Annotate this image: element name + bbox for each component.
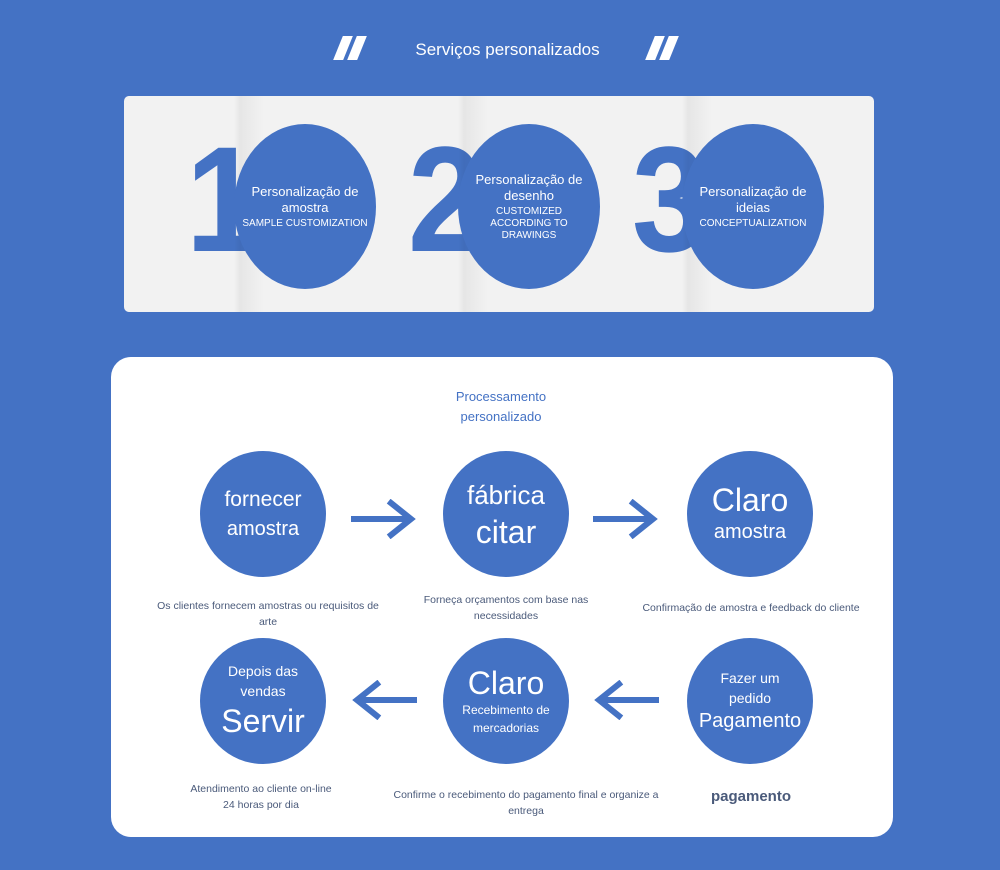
service-step-2: 2 Personalização de desenho CUSTOMIZED A… <box>348 96 600 312</box>
arrow-left-icon <box>352 680 417 720</box>
process-title: Processamento personalizado <box>455 389 547 424</box>
step-line2: citar <box>475 514 537 550</box>
process-panel: Processamento personalizado fornecer amo… <box>111 357 893 837</box>
services-panel: 1 Personalização de amostra SAMPLE CUSTO… <box>124 96 874 312</box>
service-step-1: 1 Personalização de amostra SAMPLE CUSTO… <box>124 96 376 312</box>
step-line3: mercadorias <box>472 721 540 735</box>
step-line2: amostra <box>226 518 300 540</box>
step-line2: pedido <box>728 690 772 706</box>
step-subtitle: SAMPLE CUSTOMIZATION <box>242 217 368 229</box>
process-step-confirm-sample: Claro amostra <box>687 451 813 577</box>
step-caption: Confirme o recebimento do pagamento fina… <box>393 789 659 817</box>
process-step-factory-quote: fábrica citar <box>443 451 569 577</box>
service-step-3: 3 Personalização de ideias CONCEPTUALIZA… <box>572 96 824 312</box>
step-line3: Servir <box>221 703 305 739</box>
step-caption: Os clientes fornecem amostras ou requisi… <box>157 600 379 628</box>
step-title: Personalização de desenho <box>475 171 583 203</box>
process-step-provide-sample: fornecer amostra <box>200 451 326 577</box>
arrow-right-icon <box>351 499 416 539</box>
step-line2: Recebimento de <box>462 703 550 717</box>
step-line1: Depois das <box>227 663 299 679</box>
step-caption: Confirmação de amostra e feedback do cli… <box>642 602 860 614</box>
step-subtitle: CUSTOMIZED ACCORDING TO DRAWINGS <box>490 205 568 241</box>
step-line1: fábrica <box>466 480 546 510</box>
step-line2: amostra <box>713 521 787 543</box>
step-line3: Pagamento <box>698 710 802 732</box>
arrow-right-icon <box>593 499 658 539</box>
step-circle: Personalização de ideias CONCEPTUALIZATI… <box>682 124 824 289</box>
step-circle: Personalização de amostra SAMPLE CUSTOMI… <box>234 124 376 289</box>
step-line2: vendas <box>240 683 286 699</box>
step-title: Personalização de amostra <box>251 183 359 215</box>
quote-mark-right-icon <box>642 36 682 64</box>
step-subtitle: CONCEPTUALIZATION <box>699 217 807 229</box>
step-caption: Forneça orçamentos com base nas necessid… <box>423 594 589 622</box>
step-caption: pagamento <box>710 788 791 805</box>
step-line1: Claro <box>467 665 545 701</box>
step-caption: Atendimento ao cliente on-line 24 horas … <box>190 783 332 811</box>
quote-mark-left-icon <box>330 36 370 64</box>
step-circle: Personalização de desenho CUSTOMIZED ACC… <box>458 124 600 289</box>
step-line1: Fazer um <box>720 670 780 686</box>
step-line1: Claro <box>711 482 789 518</box>
process-step-after-sales-service: Depois das vendas Servir <box>200 638 326 764</box>
process-step-confirm-receipt: Claro Recebimento de mercadorias <box>443 638 569 764</box>
arrow-left-icon <box>594 680 659 720</box>
step-line1: fornecer <box>224 488 302 511</box>
process-step-place-order: Fazer um pedido Pagamento <box>687 638 813 764</box>
step-title: Personalização de ideias <box>699 183 807 215</box>
page-title: Serviços personalizados <box>415 40 600 59</box>
